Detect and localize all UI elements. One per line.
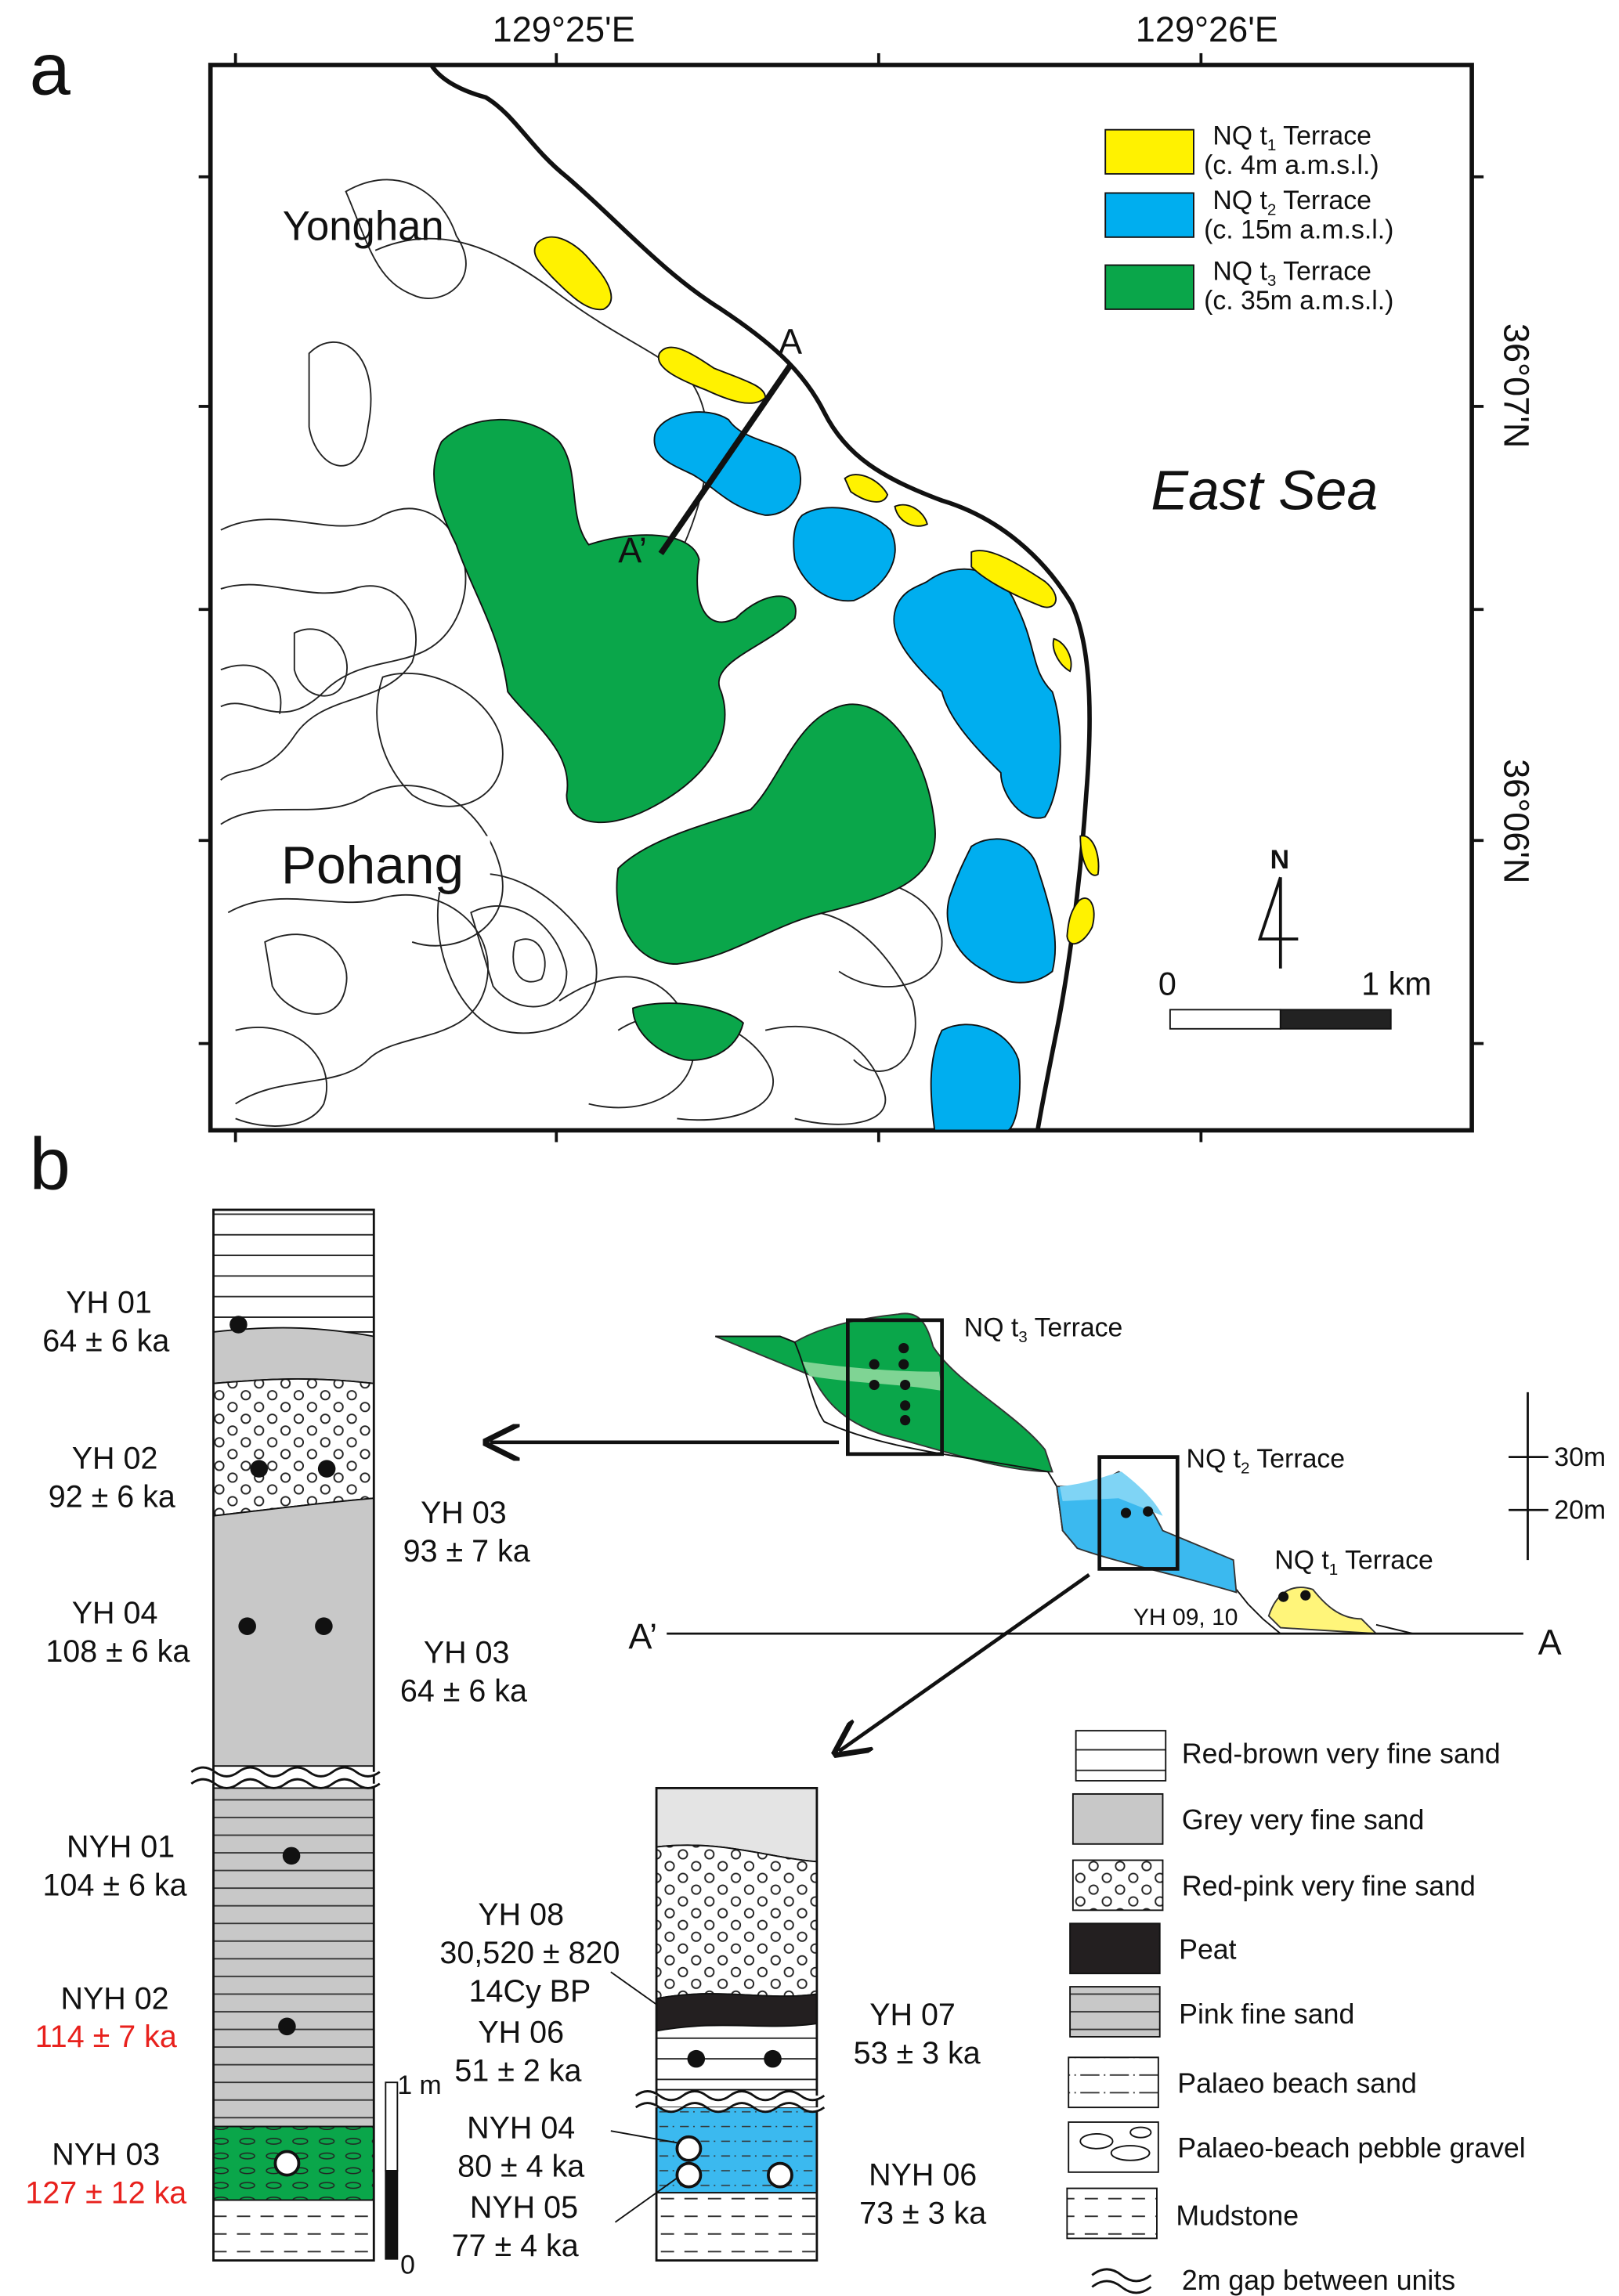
vertical-scale [1509,1392,1549,1561]
column-1-labels: YH 01 64 ± 6 ka YH 02 92 ± 6 ka YH 03 93… [25,1285,529,2210]
column-scale-bottom: 0 [400,2251,415,2280]
lithology-legend [1066,1730,1167,2294]
map-legend: NQ t1 Terrace (c. 4m a.m.s.l.) NQ t2 Ter… [1104,121,1393,316]
legend-elevation: (c. 4m a.m.s.l.) [1204,150,1379,180]
terrace-label-t2: NQ t2 Terrace [1187,1444,1346,1478]
legend-elevation: (c. 35m a.m.s.l.) [1204,286,1393,316]
legend-item: Red-brown very fine sand [1182,1738,1501,1769]
sample-id: YH 01 [66,1285,152,1319]
legend-label: NQ t3 Terrace [1212,256,1371,290]
svg-text:0: 0 [1158,966,1176,1002]
legend-label: NQ t1 Terrace [1212,121,1371,154]
scale-bar: 0 1 km [1158,966,1432,1030]
map-ticks [198,52,1484,1143]
terrace-t3-areas [433,418,936,1061]
section-end-a-prime: A’ [618,530,647,570]
sample-id: NYH 06 [869,2158,977,2193]
north-arrow-icon: N [1257,845,1299,969]
pohang-label-bg [276,836,490,893]
sample-box-t3 [846,1318,944,1457]
sample-age: 73 ± 3 ka [859,2197,986,2231]
terrace-t2-areas [653,411,1061,1132]
scale-tick-30m: 30m [1554,1442,1606,1472]
panel-b-label: b [30,1123,70,1205]
terrace-label-t3: NQ t3 Terrace [964,1313,1123,1347]
legend-item: Palaeo-beach pebble gravel [1177,2132,1525,2164]
legend-swatch-t2 [1104,192,1194,238]
sample-id: NYH 02 [60,1981,168,2016]
legend-item: Mudstone [1176,2200,1299,2231]
legend-elevation: (c. 15m a.m.s.l.) [1204,215,1393,245]
samples-yh09-10: YH 09, 10 [1133,1605,1238,1630]
legend-item: Pink fine sand [1179,1998,1354,2030]
column-2-labels: YH 08 30,520 ± 820 14Cy BP YH 06 51 ± 2 … [439,1897,986,2263]
svg-text:1 km: 1 km [1361,966,1432,1002]
map: 129°25'E 129°26'E 36°07'N 36°06'N [198,9,1536,1143]
arrow-to-column-2 [839,1573,1090,1751]
cross-section: 30m 20m NQ t3 Terrace NQ t2 Terrace NQ t… [490,1312,1606,1752]
sample-id: YH 03 [424,1636,510,1670]
section-end-a: A [779,321,802,361]
terrace-label-t1: NQ t1 Terrace [1274,1545,1433,1579]
sample-id: YH 06 [478,2015,564,2049]
sample-age: 64 ± 6 ka [400,1674,527,1709]
sample-id: NYH 03 [52,2137,160,2171]
section-end-left: A’ [628,1616,657,1656]
place-pohang: Pohang [281,836,464,895]
lat-label: 36°07'N [1496,323,1536,448]
sample-age: 64 ± 6 ka [42,1323,169,1358]
gap-symbol [190,1766,381,1789]
legend-item: Peat [1179,1933,1236,1965]
sample-age: 93 ± 7 ka [403,1534,530,1569]
sample-id: NYH 05 [470,2190,578,2225]
lat-label: 36°06'N [1496,759,1536,883]
topographic-contours [220,179,943,1127]
sample-id: YH 03 [421,1496,507,1530]
place-east-sea: East Sea [1151,459,1378,522]
legend-item: Palaeo beach sand [1177,2067,1417,2099]
section-line [658,363,793,555]
sample-age: 53 ± 3 ka [854,2036,981,2070]
legend-swatch-t3 [1104,264,1194,310]
sample-id: NYH 04 [467,2111,575,2146]
sample-age: 51 ± 2 ka [454,2053,581,2088]
svg-text:N: N [1270,845,1289,875]
sample-age: 30,520 ± 820 [439,1936,620,1970]
legend-item: Grey very fine sand [1182,1804,1424,1836]
place-yonghan: Yonghan [283,204,444,250]
legend-swatch-t1 [1104,128,1194,175]
stratigraphic-column-2 [610,1786,826,2262]
legend-item: 2m gap between units [1182,2265,1455,2296]
t3-sample-points [869,1342,911,1426]
lon-label: 129°25'E [493,9,635,49]
sample-age-unit: 14Cy BP [469,1974,591,2009]
sample-box-t2 [1097,1455,1180,1571]
legend-item: Red-pink very fine sand [1182,1871,1476,1902]
sample-age: 80 ± 4 ka [457,2149,584,2183]
panel-a-label: a [30,28,71,110]
terrace-t1-areas [533,236,1100,945]
sample-id: YH 02 [72,1442,158,1476]
sample-age: 108 ± 6 ka [45,1634,190,1669]
scale-tick-20m: 20m [1554,1496,1606,1525]
sample-age: 104 ± 6 ka [43,1868,187,1903]
sample-id: YH 07 [869,1998,956,2032]
sample-age: 77 ± 4 ka [452,2229,579,2263]
lon-label: 129°26'E [1136,9,1278,49]
sample-id: NYH 01 [67,1830,175,1865]
sample-points [229,1316,336,2036]
sample-id: YH 04 [72,1596,158,1630]
column-scale [385,2081,399,2171]
section-end-right: A [1538,1622,1562,1662]
sample-age: 92 ± 6 ka [49,1479,175,1514]
column-scale-top: 1 m [397,2070,441,2100]
sample-age: 127 ± 12 ka [25,2175,186,2210]
lithology-legend-labels: Red-brown very fine sand Grey very fine … [1176,1738,1525,2296]
legend-label: NQ t2 Terrace [1212,186,1371,219]
sample-age: 114 ± 7 ka [35,2020,177,2054]
stratigraphic-column-1 [190,1208,399,2262]
gap-symbol [634,2090,826,2114]
sample-id: YH 08 [478,1897,564,1932]
